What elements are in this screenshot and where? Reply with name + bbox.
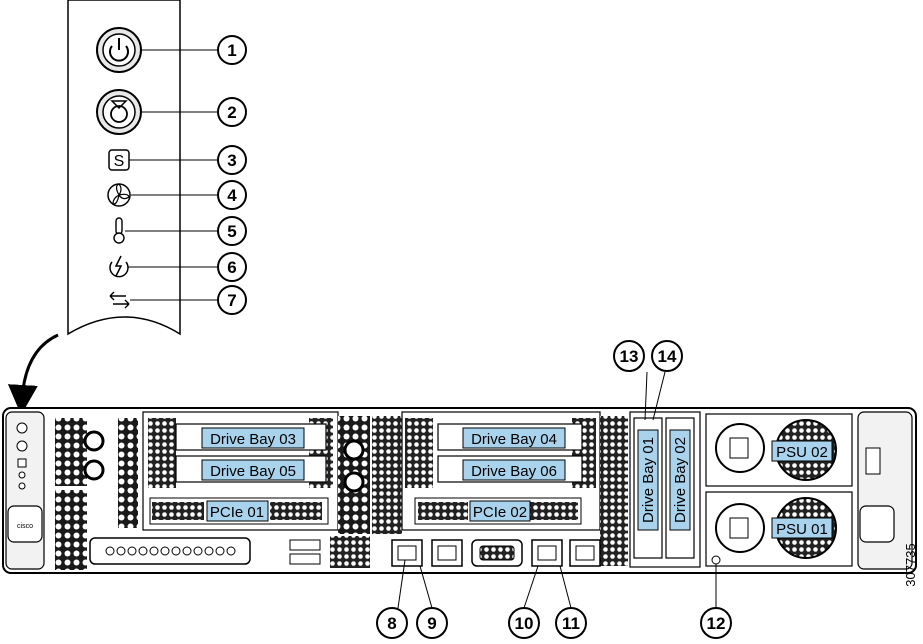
usb-port bbox=[289, 539, 321, 551]
callout-11: 11 bbox=[562, 614, 580, 633]
callout-10: 10 bbox=[515, 614, 534, 633]
callout-1: 1 bbox=[227, 41, 236, 60]
drive-bay-02-label: Drive Bay 02 bbox=[672, 437, 689, 523]
vent-grille bbox=[118, 418, 138, 528]
front-panel-callouts: 1 2 3 4 5 6 7 bbox=[217, 35, 247, 315]
psu-01-label: PSU 01 bbox=[776, 521, 828, 538]
callout-9: 9 bbox=[427, 614, 436, 633]
power-button-icon bbox=[96, 27, 142, 73]
unit-id-button-icon bbox=[96, 89, 142, 135]
callout-4: 4 bbox=[227, 186, 237, 205]
callout-3: 3 bbox=[227, 151, 236, 170]
callout-5: 5 bbox=[227, 222, 236, 241]
callout-6: 6 bbox=[227, 258, 236, 277]
svg-text:S: S bbox=[114, 153, 125, 170]
left-rack-ear bbox=[5, 411, 45, 570]
system-status-icon: S bbox=[108, 149, 130, 171]
chassis-callouts: 8 9 10 11 12 13 14 bbox=[376, 340, 732, 639]
callout-8: 8 bbox=[387, 614, 396, 633]
pcie-01-label: PCIe 01 bbox=[210, 504, 264, 521]
zoom-arrow bbox=[7, 333, 59, 415]
vent-grille bbox=[55, 418, 87, 486]
drive-bay-05-label: Drive Bay 05 bbox=[210, 463, 296, 480]
usb-port bbox=[865, 447, 881, 475]
server-chassis: cisco Drive Bay 03 Drive Bay 05 PCIe 01 bbox=[2, 407, 917, 574]
fan-status-icon bbox=[107, 183, 131, 207]
drive-bay-06-label: Drive Bay 06 bbox=[471, 463, 557, 480]
callout-7: 7 bbox=[227, 291, 236, 310]
power-supply-status-icon bbox=[109, 255, 129, 278]
cisco-logo-badge bbox=[7, 505, 43, 543]
thumbscrew bbox=[83, 459, 105, 481]
callout-12: 12 bbox=[707, 614, 726, 633]
drive-bay-01-label: Drive Bay 01 bbox=[640, 437, 657, 523]
svg-text:cisco: cisco bbox=[17, 523, 33, 530]
serial-connector bbox=[89, 537, 251, 565]
thumbscrew bbox=[83, 430, 105, 452]
pcie-02-label: PCIe 02 bbox=[473, 504, 527, 521]
psu-02-label: PSU 02 bbox=[776, 444, 828, 461]
usb-port bbox=[289, 553, 321, 565]
figure-id: 307735 bbox=[903, 543, 918, 586]
front-panel-closeup: S bbox=[67, 0, 217, 336]
drive-bay-04-label: Drive Bay 04 bbox=[471, 431, 557, 448]
drive-bay-03-label: Drive Bay 03 bbox=[210, 431, 296, 448]
network-link-icon bbox=[109, 291, 130, 309]
vent-grille bbox=[55, 490, 87, 570]
callout-2: 2 bbox=[227, 103, 236, 122]
callout-13: 13 bbox=[620, 347, 639, 366]
callout-14: 14 bbox=[658, 347, 677, 366]
temperature-status-icon bbox=[113, 217, 125, 244]
